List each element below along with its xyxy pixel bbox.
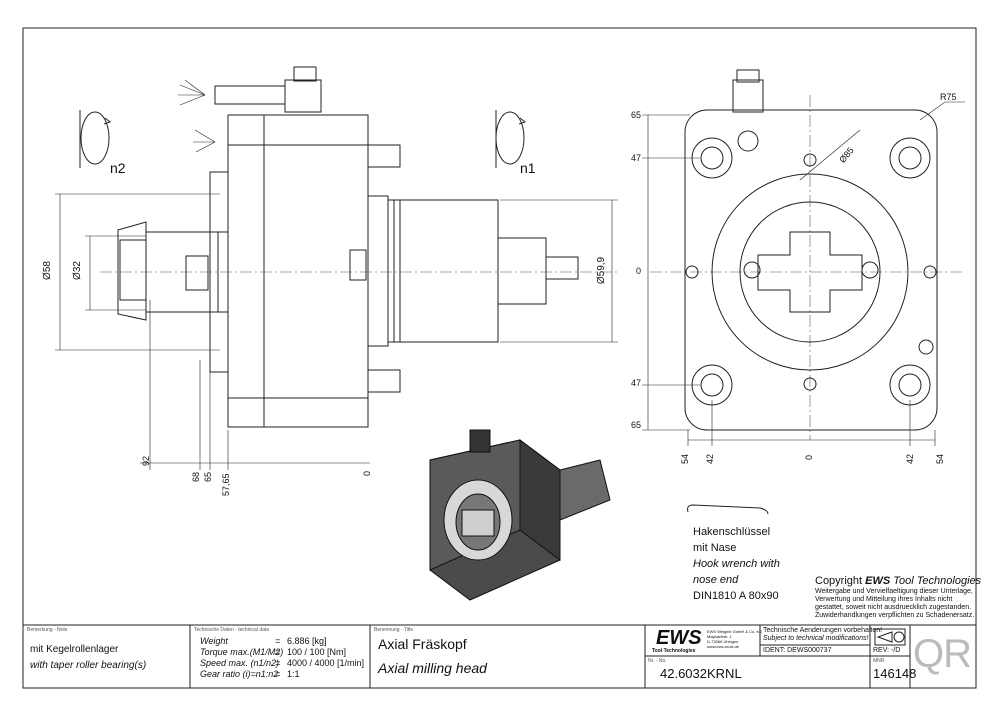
label-n1: n1	[520, 160, 536, 176]
dim-0-left: 0	[362, 470, 372, 476]
tech-row-ratio-value: 1:1	[287, 669, 300, 679]
tech-caption: Technische Daten - technical data	[194, 627, 270, 633]
dim-65: 65	[203, 471, 213, 482]
tech-row-speed: Speed max. (n1/n2)	[200, 658, 280, 668]
qr-placeholder: QR	[913, 632, 972, 676]
title-caption: Benennung - Title	[374, 627, 414, 633]
wrench-note-de-2: mit Nase	[693, 542, 737, 554]
title-block-grid	[23, 624, 976, 688]
front-plate	[684, 109, 938, 431]
hook-wrench-icon	[687, 504, 769, 515]
dim-d32: Ø32	[71, 261, 83, 280]
center-lines	[100, 95, 965, 440]
dim-47-bottom: 47	[631, 378, 642, 388]
sheet-frame	[22, 27, 977, 689]
dim-65-top: 65	[631, 110, 642, 120]
note-caption: Bemerkung - Note	[27, 627, 68, 633]
nr-caption: Nr. - No.	[648, 658, 667, 664]
subject-de: Technische Aenderungen vorbehalten!	[763, 627, 883, 634]
tech-row-weight-value: 6.886 [kg]	[287, 636, 327, 646]
copyright-title: Copyright EWS Tool Technologies	[815, 575, 982, 587]
front-view	[684, 69, 938, 431]
part-number: 42.6032KRNL	[660, 666, 742, 681]
dim-54-left: 54	[680, 453, 690, 464]
wrench-note-en-1: Hook wrench with	[693, 558, 780, 570]
tech-row-torque-eq: =	[275, 647, 281, 657]
dim-42-right: 42	[905, 453, 915, 464]
ews-logo-sub: Tool Technologies	[652, 648, 696, 654]
title-en: Axial milling head	[378, 660, 487, 676]
tech-row-weight-eq: =	[275, 636, 281, 646]
wrench-note-de-1: Hakenschlüssel	[693, 526, 771, 538]
company-address: EWS Weigele GmbH & Co. KG Maybachstr. 1 …	[707, 629, 763, 649]
note-line-en: with taper roller bearing(s)	[30, 660, 147, 671]
tech-row-speed-value: 4000 / 4000 [1/min]	[287, 658, 365, 668]
dim-57-65: 57,65	[221, 473, 231, 496]
dim-0-front-y: 0	[636, 266, 642, 276]
copyright-text: Weitergabe und Vervielfaeltigung dieser …	[815, 588, 975, 619]
housing-body	[227, 114, 369, 428]
dim-47-top: 47	[631, 153, 642, 163]
label-n2: n2	[110, 160, 126, 176]
ident: IDENT: DEWS000737	[763, 647, 832, 654]
dim-d59-9: Ø59,9	[596, 256, 608, 285]
isometric-render	[429, 429, 611, 601]
dim-0-front-x: 0	[804, 454, 814, 460]
dimension-lines-left	[55, 193, 618, 470]
tech-row-torque: Torque max.(M1/M2)	[200, 647, 284, 657]
tech-row-weight: Weight	[200, 636, 228, 646]
wrench-note-en-2: nose end	[693, 574, 739, 586]
mnr-number: 146148	[873, 666, 917, 681]
title-de: Axial Fräskopf	[378, 636, 467, 652]
revision: REV: -/D	[873, 647, 901, 654]
tech-row-ratio: Gear ratio (i)=n1:n2	[200, 669, 279, 679]
dim-d58: Ø58	[41, 261, 53, 280]
dim-r75: R75	[940, 92, 957, 102]
subject-en: Subject to technical modifications!	[763, 635, 869, 642]
dim-42-left: 42	[705, 453, 715, 464]
dim-54-right: 54	[935, 453, 945, 464]
mnr-caption: MNR.	[873, 658, 886, 664]
note-line-de: mit Kegelrollenlager	[30, 644, 119, 655]
tech-row-speed-eq: =	[275, 658, 281, 668]
ews-logo: EWS	[656, 627, 702, 649]
dim-65-bottom: 65	[631, 420, 642, 430]
rotation-arrows	[79, 110, 527, 168]
tech-row-ratio-eq: =	[275, 669, 281, 679]
dimension-lines-front	[642, 101, 965, 446]
wrench-note-din: DIN1810 A 80x90	[693, 590, 779, 602]
side-view	[117, 66, 579, 428]
dim-68: 68	[191, 471, 201, 482]
tech-row-torque-value: 100 / 100 [Nm]	[287, 647, 347, 657]
dim-92: 92	[141, 455, 151, 466]
